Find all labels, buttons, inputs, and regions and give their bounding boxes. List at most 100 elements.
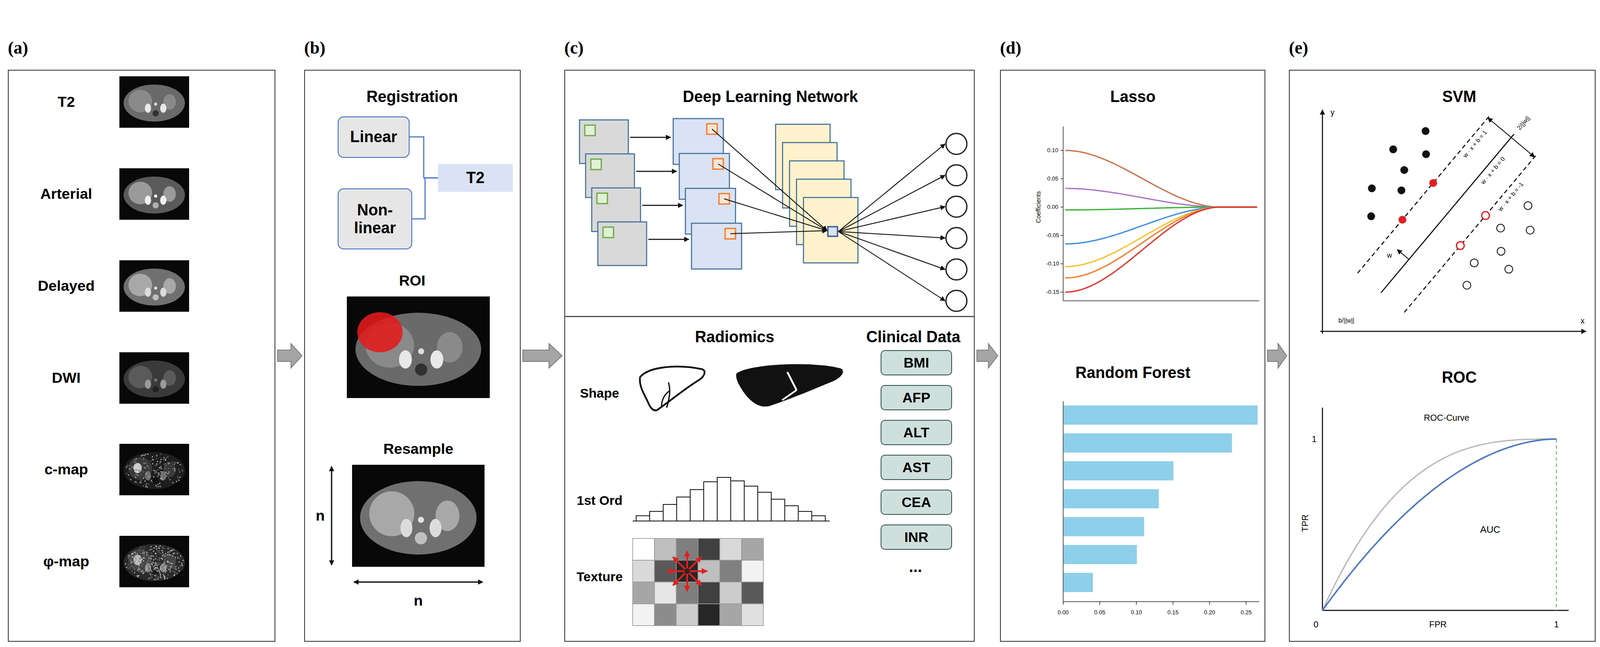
neighbour-arrow [688,556,702,569]
noise-speckle [140,473,143,475]
axis-title: Coefficients [1034,191,1042,224]
noise-speckle [159,461,162,463]
roi-mask [357,311,403,353]
noise-speckle [136,575,138,577]
spine [414,531,428,544]
panel-frame: (d) [1000,69,1266,642]
noise-speckle [146,551,148,553]
noise-speckle [157,567,159,570]
flow-arrow [838,143,946,232]
noise-speckle [152,458,154,461]
noise-speckle [171,549,173,551]
noise-speckle [156,483,159,485]
histogram-bar [784,505,799,521]
noise-speckle [165,464,167,467]
noise-speckle [179,565,181,567]
class-a-point [1367,184,1376,193]
noise-speckle [148,577,150,579]
importance-bar [1063,433,1232,453]
noise-speckle [153,568,155,570]
box-label: T2 [466,168,485,187]
noise-speckle [144,556,146,559]
noise-speckle [130,559,133,561]
noise-speckle [134,560,136,562]
body-outline [123,268,186,306]
noise-speckle [169,550,171,553]
noise-speckle [154,574,156,576]
spine [152,477,159,484]
noise-speckle [145,472,147,475]
box-label: CEA [901,494,932,511]
noise-speckle [167,455,169,458]
noise-speckle [139,555,142,558]
kernel-window [827,226,838,237]
axis-title: x [1580,316,1585,326]
chart-axis [1062,126,1064,301]
coefficient-path [1065,206,1258,278]
noise-speckle [154,564,156,567]
noise-speckle [179,557,181,559]
noise-speckle [163,566,165,569]
noise-speckle [164,555,166,557]
panel-label: (d) [1000,37,1022,58]
noise-speckle [149,565,152,567]
flow-arrow [838,231,946,270]
noise-speckle [138,565,140,567]
noise-speckle [169,554,172,556]
noise-speckle [162,566,164,568]
coefficient-path [1065,206,1258,267]
section-title: Clinical Data [866,327,961,346]
noise-speckle [167,547,170,550]
histogram-bar [636,515,650,521]
noise-speckle [138,560,140,563]
noise-speckle [145,570,147,573]
noise-speckle [134,461,136,464]
noise-speckle [179,463,181,465]
histogram-axis [632,520,830,522]
support-vector [1456,241,1465,250]
noise-speckle [158,570,160,572]
noise-speckle [140,546,143,548]
tick-label: -0.05 [1046,232,1060,239]
noise-speckle [164,575,167,577]
panel-label: (b) [304,37,326,58]
noise-speckle [131,565,133,567]
noise-speckle [142,477,145,479]
neighbour-arrow [689,569,708,572]
noise-speckle [177,556,179,559]
noise-speckle [142,559,145,562]
noise-speckle [159,466,161,468]
noise-speckle [178,569,180,572]
noise-speckle [146,486,149,488]
noise-speckle [150,562,153,565]
dimension-arrow [353,581,483,583]
noise-speckle [160,471,162,473]
spine [152,202,159,209]
noise-speckle [134,555,136,557]
noise-speckle [150,552,153,554]
noise-speckle [142,458,145,460]
noise-speckle [159,570,161,573]
noise-speckle [163,547,165,550]
noise-speckle [153,469,155,472]
noise-speckle [158,547,160,549]
noise-speckle [172,564,174,566]
noise-speckle [149,572,151,574]
noise-speckle [156,566,158,568]
noise-speckle [135,557,137,560]
kidney [430,349,444,369]
tick-label: 0 [1313,619,1319,630]
noise-speckle [155,457,158,459]
noise-speckle [168,467,170,470]
vessel-line [782,371,797,400]
feature-label: Shape [579,385,620,401]
noise-speckle [158,483,160,485]
feature-label: Texture [576,569,623,585]
chart-axis [1062,400,1064,602]
flow-arrow [730,230,828,234]
noise-speckle [155,484,157,486]
noise-speckle [167,472,169,475]
noise-speckle [143,554,145,556]
kidney [144,562,151,573]
noise-speckle [130,561,132,563]
